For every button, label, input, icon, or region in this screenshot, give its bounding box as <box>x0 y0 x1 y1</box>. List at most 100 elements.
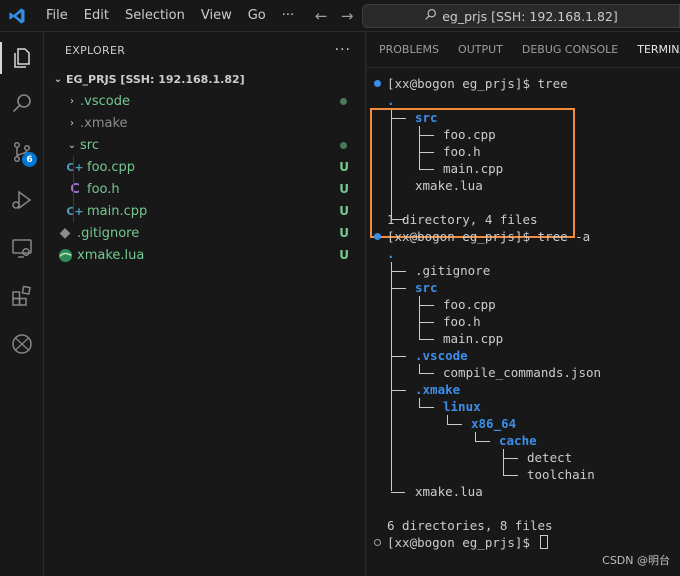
extensions-icon[interactable] <box>0 274 44 318</box>
menu-edit[interactable]: Edit <box>83 7 109 23</box>
terminal-current-prompt: [xx@bogon eg_prjs]$ <box>387 534 548 551</box>
tree-item-gitignore[interactable]: ◆ .gitignore U <box>44 222 365 244</box>
tree-item-label: .gitignore <box>77 225 140 241</box>
tree-line <box>419 330 434 340</box>
menu-go[interactable]: Go <box>247 7 266 23</box>
explorer-icon[interactable] <box>0 36 44 80</box>
activity-bar: 6 <box>0 32 44 576</box>
cpp-file-icon: C+ <box>66 160 84 174</box>
tree-line <box>391 210 405 220</box>
tree-dir: cache <box>499 433 537 448</box>
tree-file: main.cpp <box>443 161 504 176</box>
tree-dir: src <box>415 110 438 125</box>
command-success-dot-icon <box>374 233 381 240</box>
menu-view[interactable]: View <box>200 7 232 23</box>
watermark: CSDN @明台 <box>602 554 670 567</box>
tree-item-xmake-lua[interactable]: xmake.lua U <box>44 244 365 266</box>
title-bar: File Edit Selection View Go ··· ← → eg_p… <box>0 0 680 32</box>
chevron-right-icon: › <box>70 117 74 129</box>
explorer-sidebar: EXPLORER ··· ⌄ EG_PRJS [SSH: 192.168.1.8… <box>44 32 366 576</box>
run-debug-icon[interactable] <box>0 178 44 222</box>
tree-item-xmake[interactable]: › .xmake <box>44 112 365 134</box>
tab-debug-console[interactable]: DEBUG CONSOLE <box>521 42 619 56</box>
untracked-status: U <box>339 248 349 262</box>
tab-terminal[interactable]: TERMINAL <box>637 32 680 67</box>
highlight-box <box>370 108 575 238</box>
tree-item-label: src <box>80 137 99 153</box>
menu-selection[interactable]: Selection <box>124 7 185 23</box>
tree-root: . <box>387 246 395 261</box>
search-text: eg_prjs [SSH: 192.168.1.82] <box>442 8 618 24</box>
remote-explorer-icon[interactable] <box>0 226 44 270</box>
panel-tabs: PROBLEMS OUTPUT DEBUG CONSOLE TERMINAL <box>367 32 680 68</box>
tree-file: foo.cpp <box>443 297 496 312</box>
command-success-dot-icon <box>374 80 381 87</box>
git-file-icon: ◆ <box>59 225 71 241</box>
tree-line <box>391 483 405 493</box>
tree-line <box>391 262 406 272</box>
chevron-down-icon: ⌄ <box>67 139 77 151</box>
tree-dir: x86_64 <box>471 416 517 431</box>
forward-arrow-icon[interactable]: → <box>340 6 354 25</box>
tree-dir: .xmake <box>415 382 461 397</box>
vscode-logo-icon <box>2 0 32 32</box>
tree-line <box>419 126 434 136</box>
tree-line <box>391 109 406 119</box>
modified-dot-icon <box>340 142 347 149</box>
header-file-icon: C <box>70 181 80 197</box>
tree-file: toolchain <box>527 467 595 482</box>
tree-item-foo-cpp[interactable]: C+ foo.cpp U <box>44 156 365 178</box>
prompt-idle-dot-icon <box>374 539 381 546</box>
tree-item-label: .xmake <box>80 115 128 131</box>
workspace-folder[interactable]: ⌄ EG_PRJS [SSH: 192.168.1.82] <box>44 68 365 90</box>
untracked-status: U <box>339 182 349 196</box>
menu-more[interactable]: ··· <box>281 7 295 23</box>
tree-item-vscode[interactable]: › .vscode <box>44 90 365 112</box>
source-control-icon[interactable]: 6 <box>0 130 44 174</box>
indent-guide <box>73 178 74 200</box>
tree-item-label: xmake.lua <box>77 247 145 263</box>
tree-line <box>391 381 406 391</box>
tree-item-foo-h[interactable]: C foo.h U <box>44 178 365 200</box>
tree-line <box>419 313 434 323</box>
tree-line <box>419 160 434 170</box>
untracked-status: U <box>339 204 349 218</box>
tree-file: xmake.lua <box>415 484 483 499</box>
tree-line <box>391 262 392 491</box>
command-center-search[interactable]: eg_prjs [SSH: 192.168.1.82] <box>362 4 680 28</box>
tree-line <box>391 109 392 219</box>
chevron-down-icon: ⌄ <box>53 73 63 85</box>
xmake-extension-icon[interactable] <box>0 322 44 366</box>
tree-line <box>391 347 406 357</box>
source-control-badge: 6 <box>22 152 37 167</box>
tab-output[interactable]: OUTPUT <box>458 42 503 56</box>
tree-root: . <box>387 93 395 108</box>
terminal[interactable]: [xx@bogon eg_prjs]$ tree . src foo.cpp f… <box>367 68 680 576</box>
search-activity-icon[interactable] <box>0 82 44 126</box>
tree-line <box>419 364 434 374</box>
explorer-more-button[interactable]: ··· <box>334 42 351 58</box>
prompt-text: [xx@bogon eg_prjs]$ <box>387 535 538 550</box>
lua-file-icon <box>56 248 74 263</box>
tree-item-label: .vscode <box>80 93 130 109</box>
tree-item-src[interactable]: ⌄ src <box>44 134 365 156</box>
terminal-prompt: [xx@bogon eg_prjs]$ tree <box>387 76 568 91</box>
tree-dir: linux <box>443 399 481 414</box>
terminal-cursor <box>539 535 548 549</box>
tree-summary: 1 directory, 4 files <box>387 212 538 227</box>
tree-line <box>447 415 462 425</box>
back-arrow-icon[interactable]: ← <box>314 6 328 25</box>
tree-line <box>503 449 518 459</box>
explorer-title: EXPLORER <box>65 43 126 57</box>
tab-problems[interactable]: PROBLEMS <box>379 42 440 56</box>
tree-line <box>419 398 434 408</box>
tree-item-label: main.cpp <box>87 203 148 219</box>
tree-dir: .vscode <box>415 348 468 363</box>
tree-file: foo.cpp <box>443 127 496 142</box>
tree-line <box>475 432 490 442</box>
tree-file: xmake.lua <box>415 178 483 193</box>
menu-bar: File Edit Selection View Go ··· <box>38 0 302 32</box>
tree-item-main-cpp[interactable]: C+ main.cpp U <box>44 200 365 222</box>
tree-file: foo.h <box>443 314 481 329</box>
menu-file[interactable]: File <box>46 7 68 23</box>
